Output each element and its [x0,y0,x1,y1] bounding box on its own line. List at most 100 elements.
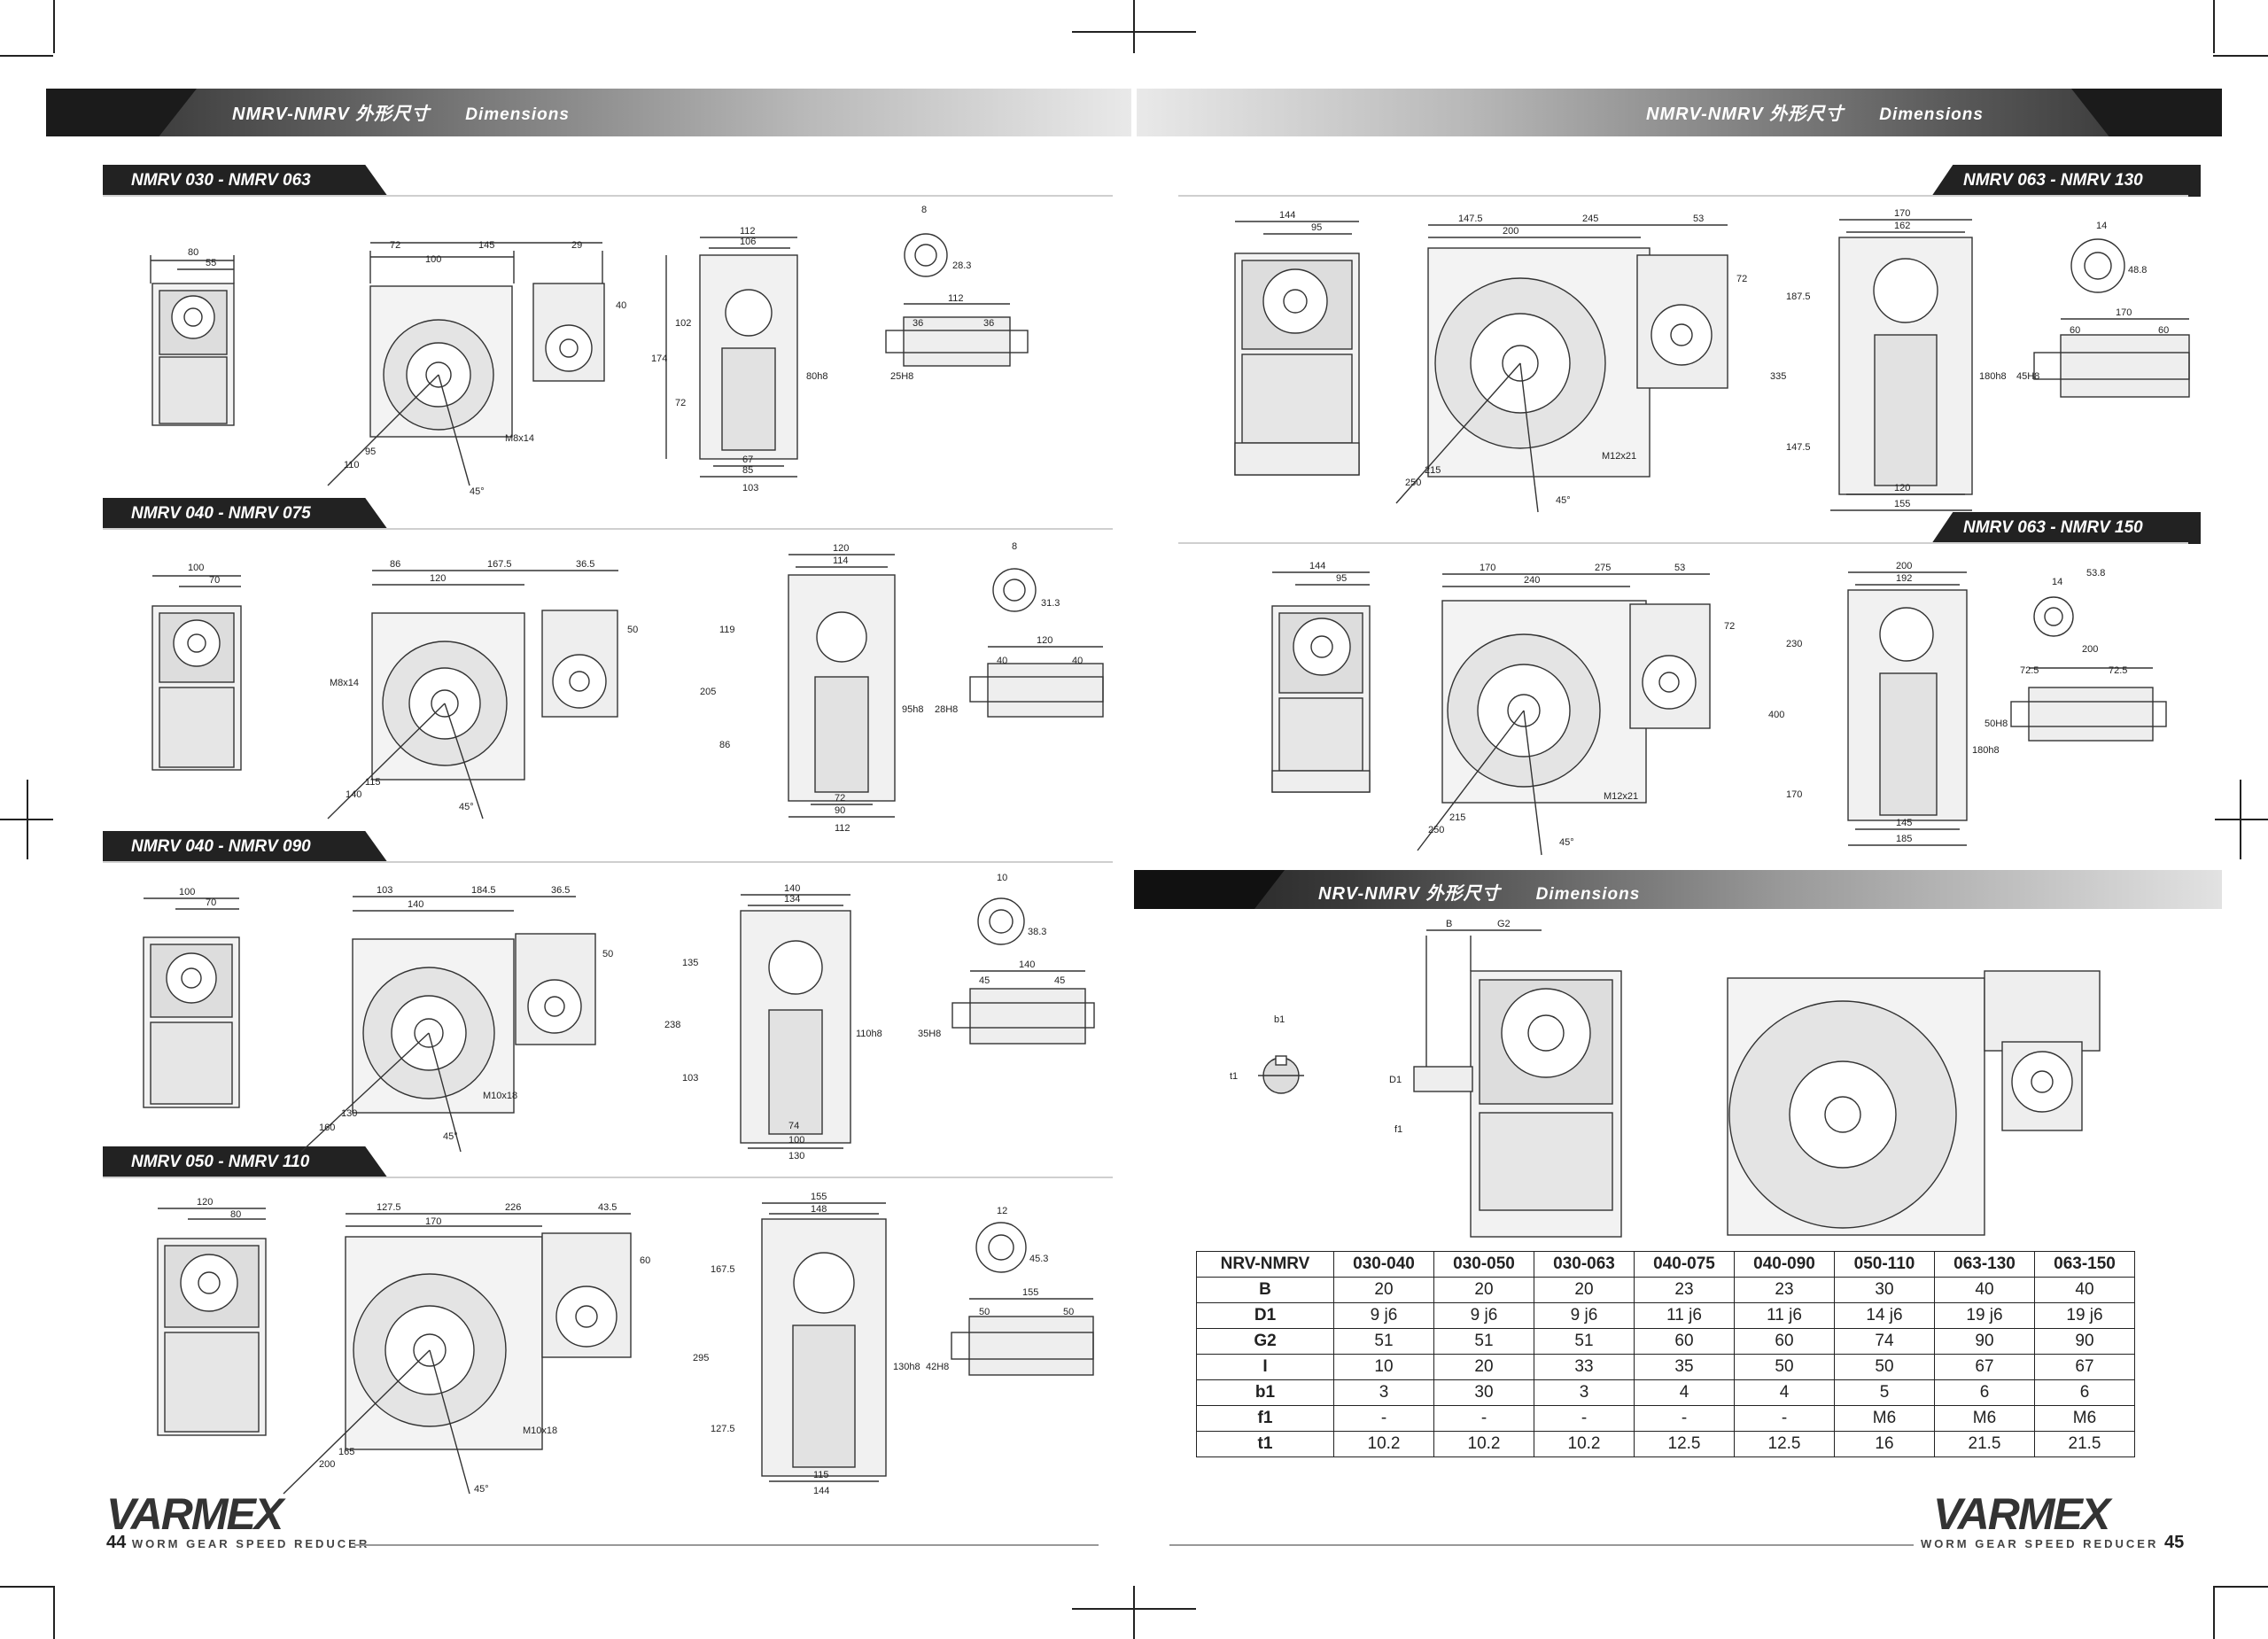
footer-caption-right: WORM GEAR SPEED REDUCER [1921,1537,2159,1550]
table-cell: 3 [1534,1379,1635,1406]
crop-mark [2215,819,2268,820]
dim-label: 295 [693,1353,709,1363]
dim-label: 28.3 [952,260,971,271]
table-cell: 9 j6 [1433,1302,1534,1329]
drawing-040-090: 100 70 103 184.5 36.5 140 140 134 10 38.… [133,868,1107,1161]
dim-label: 95 [1311,222,1322,233]
table-cell: 60 [1734,1328,1835,1355]
nrv-header-title-text: NRV-NMRV 外形尺寸 [1318,884,1501,904]
footer-left: 44 WORM GEAR SPEED REDUCER [106,1533,369,1553]
table-header-cell: 030-050 [1433,1251,1534,1278]
dim-label: 187.5 [1786,291,1811,302]
table-header-cell: 040-090 [1734,1251,1835,1278]
drawing-050-110: 120 80 127.5 226 43.5 170 155 148 12 45.… [133,1184,1107,1503]
crop-mark [0,55,53,57]
page-number-left: 44 [106,1533,127,1552]
dim-label: 36 [983,318,994,329]
table-cell: 3 [1333,1379,1434,1406]
nrv-header-notch [1134,870,1285,909]
dim-label: 40 [1072,656,1083,666]
table-cell: 12.5 [1734,1431,1835,1457]
dim-label: 140 [408,899,423,910]
table-cell: 10.2 [1433,1431,1534,1457]
table-cell: - [1433,1405,1534,1432]
dim-label: 120 [1894,483,1910,493]
dim-label: 148 [811,1204,827,1215]
table-header-cell: 050-110 [1834,1251,1935,1278]
table-cell: 21.5 [1934,1431,2035,1457]
dim-label: 86 [390,559,400,570]
table-cell: 20 [1433,1277,1534,1303]
footer-right: WORM GEAR SPEED REDUCER 45 [1921,1533,2184,1553]
dim-label: 70 [206,897,216,908]
dim-label: 155 [1894,499,1910,509]
dim-label: 100 [188,563,204,573]
dim-label: 170 [1894,208,1910,219]
drawing-svg-063-150: 144 95 170 275 53 240 200 192 14 53.8 20… [1271,561,2167,856]
dim-label: 95 [1336,573,1347,584]
table-cell: 14 j6 [1834,1302,1935,1329]
dim-label: 28H8 [935,704,958,715]
dim-label: 184.5 [471,885,496,896]
section-label-050-110: NMRV 050 - NMRV 110 [103,1146,388,1178]
varmex-logo-right: VARMEX [1933,1489,2110,1539]
crop-mark [53,0,55,53]
dim-label: 167.5 [711,1264,735,1275]
dim-label: 147.5 [1786,442,1811,453]
section-rule [103,528,1113,530]
dim-label: 53 [1693,214,1704,224]
dim-label: 12 [997,1206,1007,1216]
dim-label: 74 [788,1121,799,1131]
dim-label: 134 [784,894,800,905]
table-cell: 21.5 [2034,1431,2135,1457]
table-cell: 16 [1834,1431,1935,1457]
dim-label: 250 [1428,825,1444,835]
dim-label: 45° [459,802,474,812]
dim-label: 275 [1595,563,1611,573]
table-cell: 74 [1834,1328,1935,1355]
nrv-label-f1: f1 [1394,1124,1402,1135]
table-cell: D1 [1196,1302,1334,1329]
table-cell: 6 [2034,1379,2135,1406]
dim-label: 155 [811,1192,827,1202]
dim-label: M10x18 [523,1425,557,1436]
dim-label: 400 [1768,710,1784,720]
drawing-040-075: 100 70 86 167.5 36.5 120 120 114 8 31.3 … [133,535,1107,836]
dim-label: 45 [1054,975,1065,986]
dim-label: 112 [835,823,850,834]
dim-label: 120 [1037,635,1052,646]
table-header-cell: 063-150 [2034,1251,2135,1278]
drawing-svg-050-110: 120 80 127.5 226 43.5 170 155 148 12 45.… [157,1192,1094,1496]
dim-label: 72.5 [2020,665,2039,676]
dim-label: 230 [1786,639,1802,649]
dim-label: 85 [742,465,753,476]
dim-label: 100 [788,1135,804,1146]
dim-label: 180h8 [1979,371,2007,382]
dim-label: 130 [788,1151,804,1161]
dim-label: 200 [2082,644,2098,655]
crop-mark [2213,55,2268,57]
crop-mark [1133,1586,1135,1639]
drawing-nrv: B G2 b1 t1 D1 f1 [1205,918,2197,1246]
table-cell: - [1333,1405,1434,1432]
table-cell: - [1634,1405,1735,1432]
dim-label: 10 [997,873,1007,883]
drawing-030-063: 80 55 72 145 29 100 112 106 8 28.3 112 3… [133,202,1107,503]
header-title-right-text: NMRV-NMRV 外形尺寸 [1646,105,1845,124]
dim-label: 45° [1556,495,1571,506]
dim-label: 250 [1405,478,1421,488]
dim-label: 45° [1559,837,1574,848]
table-cell: 4 [1634,1379,1735,1406]
table-cell: 9 j6 [1534,1302,1635,1329]
dim-label: 140 [784,883,800,894]
table-cell: 23 [1734,1277,1835,1303]
dim-label: 102 [675,318,691,329]
dim-label: 238 [664,1020,680,1030]
dim-label: 67 [742,454,753,465]
drawing-svg-030-063: 80 55 72 145 29 100 112 106 8 28.3 112 3… [150,205,1029,497]
dim-label: 42H8 [926,1362,949,1372]
footer-caption-left: WORM GEAR SPEED REDUCER [131,1537,370,1550]
dim-label: 226 [505,1202,521,1213]
